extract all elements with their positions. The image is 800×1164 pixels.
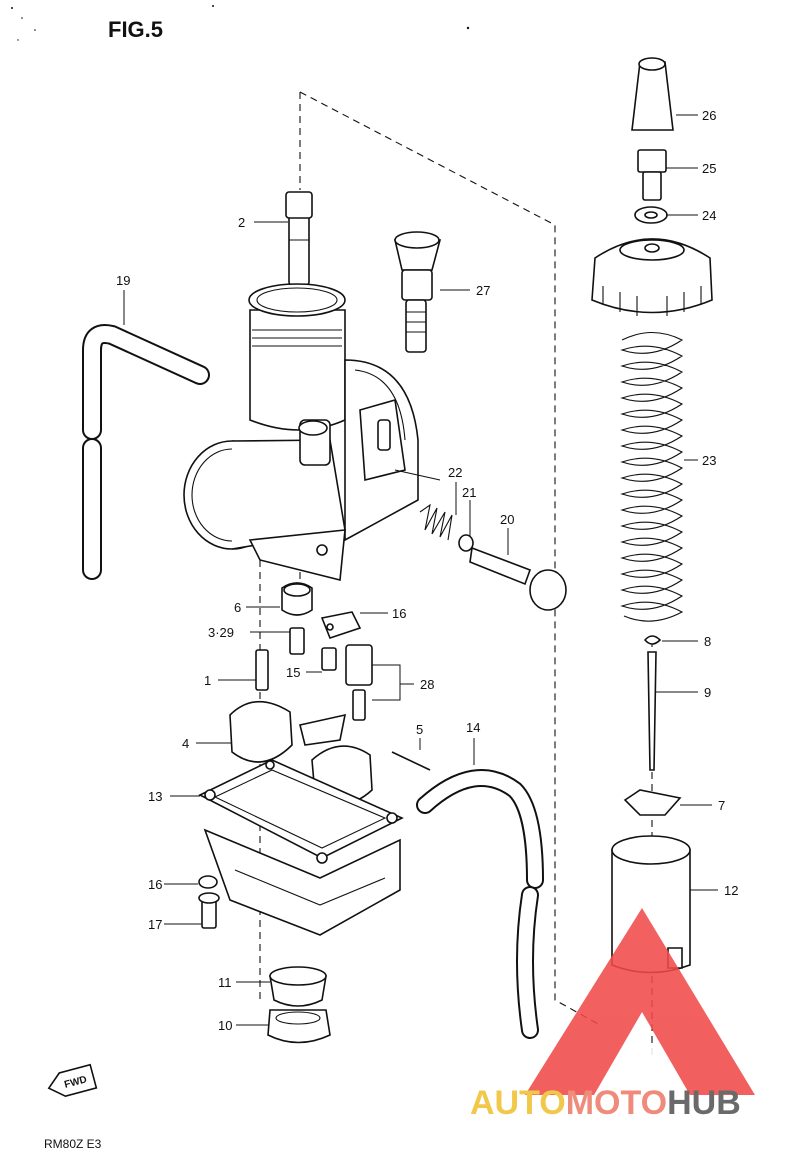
forward-arrow-icon: FWD: [47, 1063, 98, 1098]
callout-17: 17: [148, 917, 162, 932]
idle-screw-set-part: [419, 503, 567, 611]
callout-26: 26: [702, 108, 716, 123]
carb-top-parts: [591, 57, 713, 316]
callout-9: 9: [704, 685, 711, 700]
callout-16a: 16: [392, 606, 406, 621]
scan-speckles: [11, 5, 470, 41]
callout-14: 14: [466, 720, 480, 735]
model-code: RM80Z E3: [44, 1137, 102, 1151]
watermark-word-moto: MOTO: [566, 1084, 667, 1122]
callout-5: 5: [416, 722, 423, 737]
throttle-valve-spring-part: [620, 332, 684, 622]
float-bowl-part: [198, 759, 404, 936]
callout-25: 25: [702, 161, 716, 176]
callout-27: 27: [476, 283, 490, 298]
watermark-word-auto: AUTO: [470, 1084, 566, 1122]
callout-10: 10: [218, 1018, 232, 1033]
watermark-logo: [525, 908, 755, 1095]
watermark-word-hub: HUB: [667, 1084, 741, 1122]
callout-12: 12: [724, 883, 738, 898]
callout-11: 11: [218, 975, 232, 990]
callout-labels: 2 19 27 26 25 24 23 22 21 20 6 16 3·29 1…: [116, 108, 738, 1033]
needle-and-valve-parts: [611, 635, 691, 974]
leader-lines: [123, 114, 718, 1026]
vent-hose-part: [82, 324, 210, 580]
callout-20: 20: [500, 512, 514, 527]
callout-1: 1: [204, 673, 211, 688]
callout-23: 23: [702, 453, 716, 468]
callout-16b: 16: [148, 877, 162, 892]
callout-2: 2: [238, 215, 245, 230]
callout-24: 24: [702, 208, 716, 223]
callout-21: 21: [462, 485, 476, 500]
air-screw-part: [393, 231, 442, 353]
carburetor-body-part: [183, 283, 441, 582]
callout-8: 8: [704, 634, 711, 649]
figure-title: FIG.5: [108, 17, 163, 42]
main-jet-parts: [267, 966, 331, 1044]
watermark-text: AUTOMOTOHUB: [470, 1084, 741, 1122]
callout-22: 22: [448, 465, 462, 480]
overflow-hose-part: [416, 769, 544, 1039]
callout-19: 19: [116, 273, 130, 288]
callout-15: 15: [286, 665, 300, 680]
cable-adjuster-part: [285, 191, 313, 286]
callout-6: 6: [234, 600, 241, 615]
callout-4: 4: [182, 736, 189, 751]
callout-3-29: 3·29: [208, 625, 234, 640]
watermark-triangle-icon: [525, 908, 755, 1095]
callout-28: 28: [420, 677, 434, 692]
callout-7: 7: [718, 798, 725, 813]
callout-13: 13: [148, 789, 162, 804]
